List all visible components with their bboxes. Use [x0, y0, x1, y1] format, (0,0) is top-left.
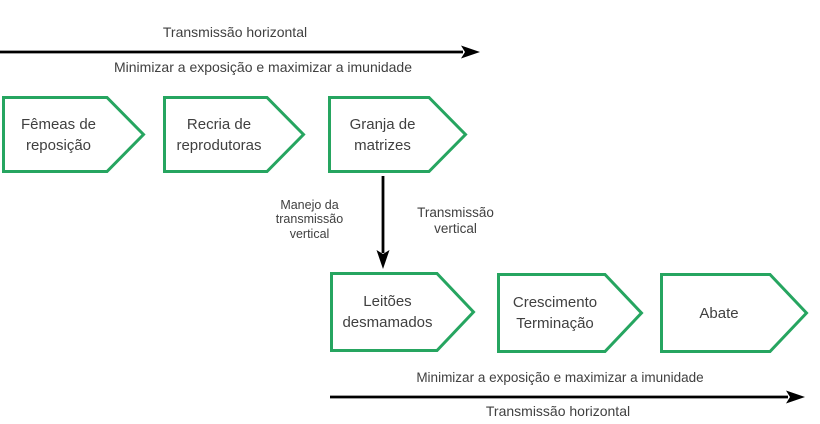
stage-label: Leitões desmamados	[342, 293, 433, 331]
stage-label: Crescimento Terminação	[512, 294, 598, 332]
vertical-arrow-left-label: Manejo da transmissão vertical	[275, 198, 344, 241]
chevron-shape	[2, 96, 146, 173]
stage-label: Granja de matrizes	[349, 115, 416, 154]
top-arrow-subtitle: Minimizar a exposição e maximizar a imun…	[113, 59, 412, 75]
vertical-arrow	[376, 176, 390, 269]
horizontal-arrow-bottom	[330, 390, 805, 404]
stage-femeas-de-reposicao: Fêmeas de reposição	[2, 96, 146, 173]
chevron-shape	[163, 96, 306, 173]
vertical-arrow-right-label: Transmissão vertical	[417, 205, 494, 236]
top-arrow-title: Transmissão horizontal	[162, 24, 308, 40]
chevron-shape	[330, 272, 476, 352]
chevron-shape	[660, 273, 809, 353]
chevron-shape	[328, 96, 468, 173]
stage-leitoes-desmamados: Leitões desmamados	[330, 272, 476, 352]
stage-abate: Abate	[660, 273, 809, 353]
bottom-arrow-title: Transmissão horizontal	[485, 403, 631, 419]
stage-label: Fêmeas de reposição	[20, 115, 97, 154]
bottom-arrow-subtitle: Minimizar a exposição e maximizar a imun…	[416, 370, 704, 385]
stage-recria-de-reprodutoras: Recria de reprodutoras	[163, 96, 306, 173]
stage-granja-de-matrizes: Granja de matrizes	[328, 96, 468, 173]
chevron-shape	[497, 273, 644, 353]
stage-crescimento-terminacao: Crescimento Terminação	[497, 273, 644, 353]
horizontal-arrow-top	[0, 45, 480, 59]
stage-label: Recria de reprodutoras	[176, 115, 262, 154]
stage-label: Abate	[699, 304, 739, 322]
